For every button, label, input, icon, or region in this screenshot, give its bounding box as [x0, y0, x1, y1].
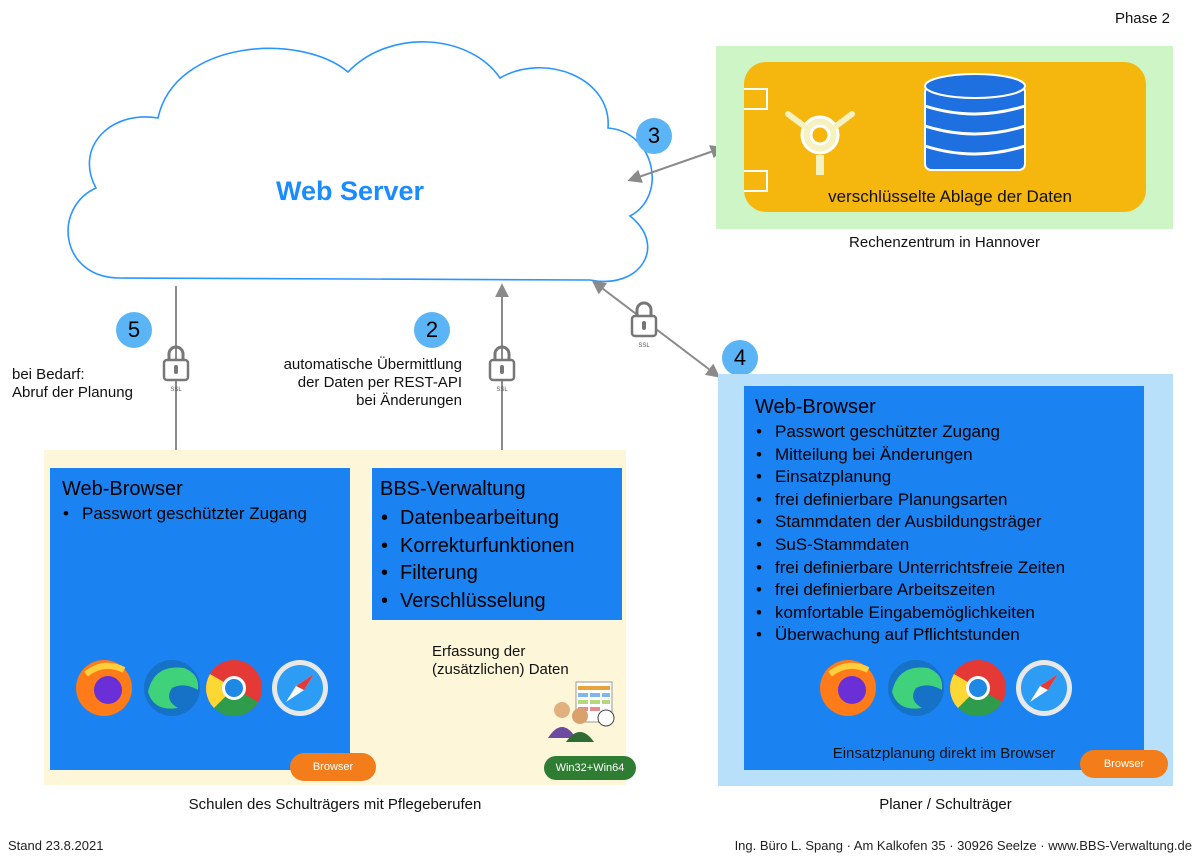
lock-icon: [162, 345, 190, 382]
storage-tab-top: [744, 88, 768, 110]
planer-footer-text: Einsatzplanung direkt im Browser: [832, 745, 1056, 762]
planer-web-browser-box: Web-Browser Passwort geschützter ZugangM…: [744, 386, 1144, 770]
planer-feature: frei definierbare Planungsarten: [753, 489, 1144, 512]
planer-feature: Einsatzplanung: [753, 466, 1144, 489]
ssl-label: SSL: [638, 343, 650, 349]
step2-note-line2: der Daten per REST-API: [297, 374, 462, 391]
database-icon: [924, 73, 1026, 171]
planer-feature: frei definierbare Unterrichtsfreie Zeite…: [753, 557, 1144, 580]
lock-icon: [630, 301, 658, 338]
ssl-lock-step2: SSL: [486, 344, 518, 393]
step1-note-line2: (zusätzlichen) Daten: [432, 661, 569, 678]
planer-caption: Planer / Schulträger: [879, 796, 1012, 813]
chrome-icon: [950, 660, 1006, 717]
step2-note: automatische Übermittlung der Daten per …: [220, 356, 462, 410]
datacenter-caption: Rechenzentrum in Hannover: [849, 234, 1040, 251]
step-2-badge: 2: [414, 312, 450, 348]
schools-browser-icons: [74, 656, 334, 720]
planer-feature: Mitteilung bei Änderungen: [753, 444, 1144, 467]
firefox-icon: [820, 660, 876, 716]
step-3-badge: 3: [636, 118, 672, 154]
bbs-feature: Korrekturfunktionen: [378, 533, 622, 561]
firefox-icon: [76, 660, 132, 716]
step-4-badge: 4: [722, 340, 758, 376]
step2-note-line3: bei Änderungen: [356, 392, 462, 409]
step-5-badge: 5: [116, 312, 152, 348]
schools-caption: Schulen des Schulträgers mit Pflegeberuf…: [188, 796, 482, 813]
footer-date: Stand 23.8.2021: [8, 838, 104, 853]
lock-icon: [488, 345, 516, 382]
bbs-features: DatenbearbeitungKorrekturfunktionenFilte…: [378, 505, 622, 615]
key-icon: [785, 111, 855, 175]
ssl-label: SSL: [496, 387, 508, 393]
planer-feature: frei definierbare Arbeitszeiten: [753, 579, 1144, 602]
schools-browser-feature: Passwort geschützter Zugang: [60, 504, 350, 524]
users-spreadsheet-icon: [548, 681, 615, 742]
storage-tab-bottom: [744, 170, 768, 192]
win-badge: Win32+Win64: [544, 756, 636, 780]
step5-note: bei Bedarf: Abruf der Planung: [12, 366, 133, 402]
planer-browser-features: Passwort geschützter ZugangMitteilung be…: [753, 421, 1144, 647]
storage-label: verschlüsselte Ablage der Daten: [828, 187, 1072, 206]
web-server-cloud: [67, 41, 653, 283]
chrome-icon: [206, 660, 262, 717]
step1-note: Erfassung der (zusätzlichen) Daten: [432, 643, 569, 679]
planer-browser-title: Web-Browser: [755, 396, 876, 418]
schools-browser-features: Passwort geschützter Zugang: [60, 504, 350, 524]
schools-browser-title: Web-Browser: [62, 478, 183, 500]
step1-note-line1: Erfassung der: [432, 643, 526, 660]
ssl-lock-step5: SSL: [160, 344, 192, 393]
browser-badge: Browser: [1080, 750, 1168, 778]
edge-icon: [888, 660, 944, 716]
safari-icon: [1016, 660, 1072, 716]
ssl-lock-step4: SSL: [628, 300, 660, 349]
bbs-feature: Verschlüsselung: [378, 588, 622, 616]
schools-web-browser-box: Web-Browser Passwort geschützter Zugang: [50, 468, 350, 770]
planer-feature: Passwort geschützter Zugang: [753, 421, 1144, 444]
footer-company: Ing. Büro L. Spang · Am Kalkofen 35 · 30…: [734, 838, 1192, 853]
step5-note-line1: bei Bedarf:: [12, 366, 85, 383]
bbs-feature: Filterung: [378, 560, 622, 588]
planer-feature: SuS-Stammdaten: [753, 534, 1144, 557]
planer-browser-icons: [818, 656, 1078, 720]
browser-badge: Browser: [290, 753, 376, 781]
web-server-title: Web Server: [275, 176, 425, 206]
ssl-label: SSL: [170, 387, 182, 393]
bbs-verwaltung-box: BBS-Verwaltung DatenbearbeitungKorrektur…: [372, 468, 622, 620]
phase-label: Phase 2: [1114, 10, 1170, 27]
bbs-feature: Datenbearbeitung: [378, 505, 622, 533]
step2-note-line1: automatische Übermittlung: [283, 356, 462, 373]
safari-icon: [272, 660, 328, 716]
planer-feature: komfortable Eingabemöglichkeiten: [753, 602, 1144, 625]
arrow-step3: [627, 145, 725, 183]
planer-feature: Überwachung auf Pflichtstunden: [753, 624, 1144, 647]
edge-icon: [144, 660, 200, 716]
step5-note-line2: Abruf der Planung: [12, 384, 133, 401]
bbs-title: BBS-Verwaltung: [380, 478, 526, 500]
planer-feature: Stammdaten der Ausbildungsträger: [753, 511, 1144, 534]
